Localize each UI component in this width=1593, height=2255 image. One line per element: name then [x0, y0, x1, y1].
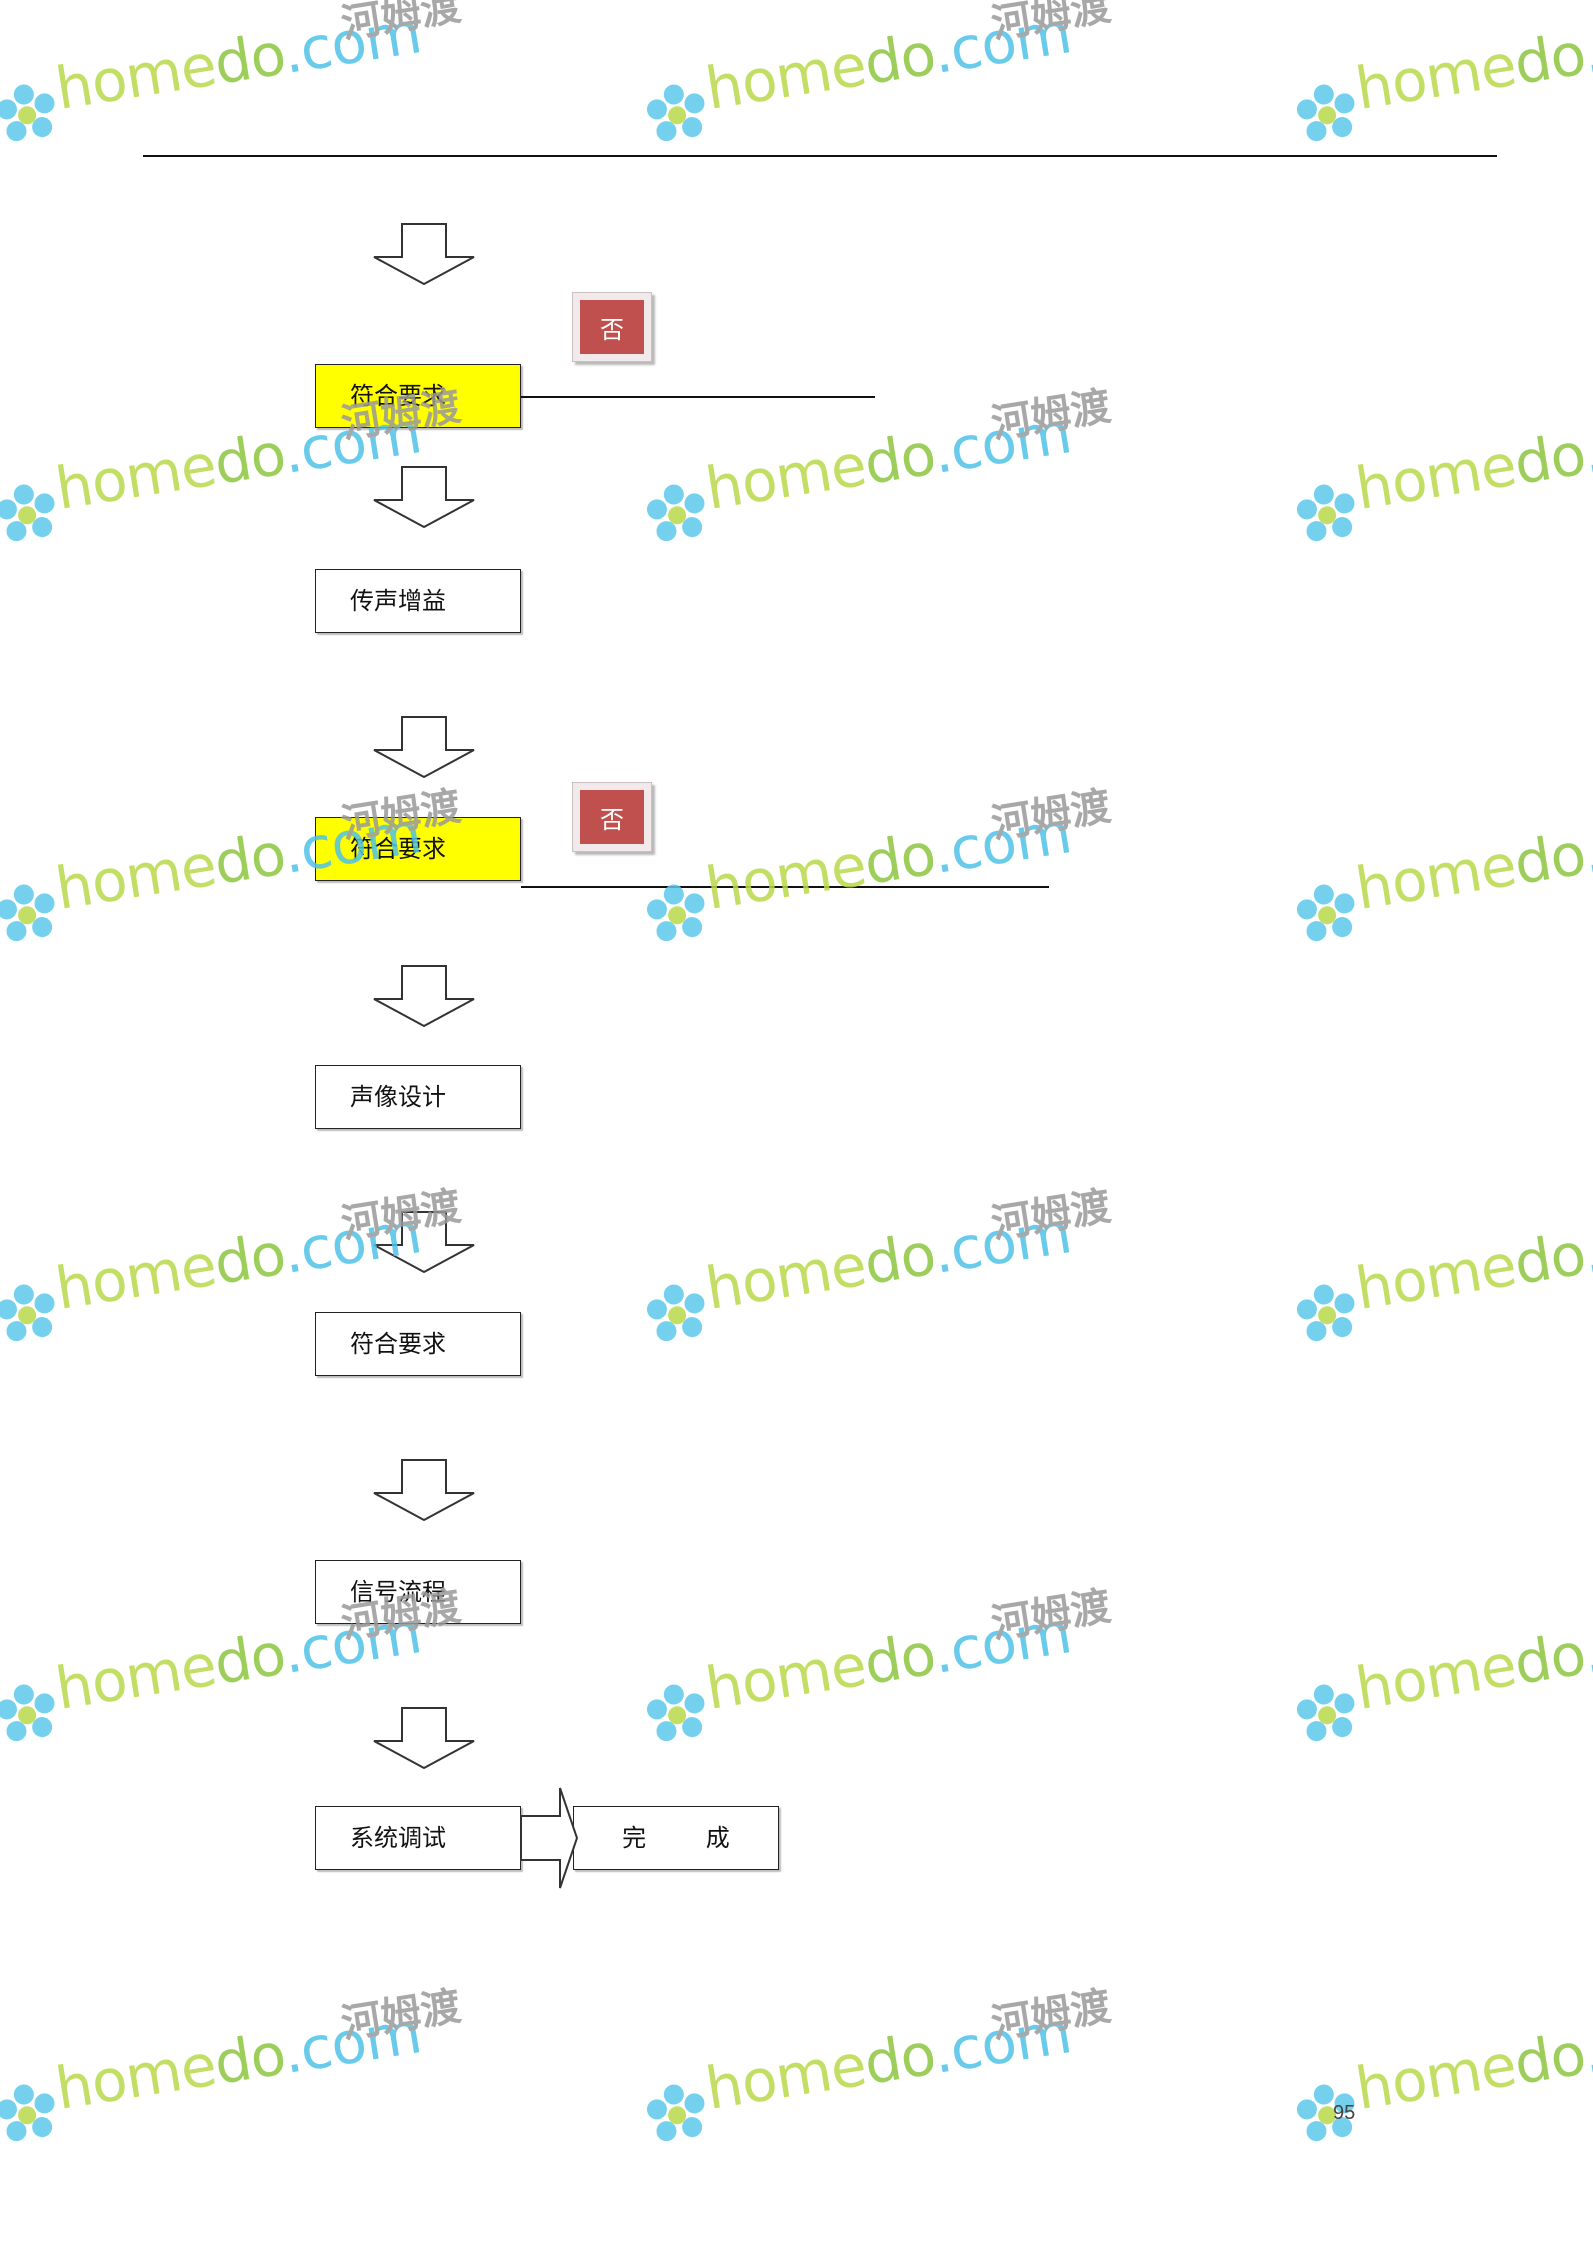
step-label: 信号流程: [350, 1578, 446, 1606]
down-arrow-icon: [372, 1211, 476, 1273]
watermark-text: homedo.com: [1351, 1998, 1593, 2123]
watermark: homedo.com 河姆渡: [633, 1965, 1164, 2155]
step-box-check-3: 符合要求: [315, 1312, 521, 1376]
reject-label: 否: [580, 300, 644, 354]
right-arrow-icon: [520, 1786, 578, 1890]
page-number: 95: [1333, 2102, 1356, 2124]
step-box-signal-flow: 信号流程: [315, 1560, 521, 1624]
flower-logo-icon: [0, 2078, 65, 2154]
flower-logo-icon: [639, 1678, 715, 1754]
watermark-text: homedo.com: [51, 1198, 426, 1323]
watermark: homedo.com: [1283, 0, 1593, 155]
flower-logo-icon: [0, 878, 65, 954]
watermark: homedo.com: [1283, 365, 1593, 555]
watermark: homedo.com 河姆渡: [0, 0, 514, 155]
flower-logo-icon: [639, 878, 715, 954]
step-label: 符合要求: [350, 1330, 446, 1358]
end-box-complete: 完 成: [573, 1806, 779, 1870]
watermark-text: homedo.com: [1351, 1198, 1593, 1323]
step-box-check-2: 符合要求: [315, 817, 521, 881]
watermark-text: homedo.com: [701, 1998, 1076, 2123]
watermark-text: homedo.com: [1351, 1598, 1593, 1723]
watermark-text: homedo.com: [701, 398, 1076, 523]
reject-label: 否: [580, 790, 644, 844]
reject-label-box: 否: [572, 292, 652, 362]
flower-logo-icon: [639, 78, 715, 154]
flower-logo-icon: [0, 1678, 65, 1754]
flower-logo-icon: [1289, 1278, 1365, 1354]
reject-branch-line: [521, 396, 875, 398]
watermark: homedo.com: [1283, 1565, 1593, 1755]
flower-logo-icon: [639, 1278, 715, 1354]
step-box-check-1: 符合要求: [315, 364, 521, 428]
watermark-text: homedo.com: [51, 1998, 426, 2123]
step-label: 系统调试: [350, 1824, 446, 1852]
down-arrow-icon: [372, 1707, 476, 1769]
watermark-text: homedo.com: [701, 1598, 1076, 1723]
watermark-text: homedo.com: [701, 0, 1076, 123]
watermark: homedo.com: [1283, 765, 1593, 955]
step-label: 符合要求: [350, 835, 446, 863]
flower-logo-icon: [1289, 878, 1365, 954]
watermark-text-cn: 河姆渡: [338, 0, 464, 48]
down-arrow-icon: [372, 223, 476, 285]
watermark-text-cn: 河姆渡: [988, 1583, 1114, 1648]
watermark-text: homedo.com: [701, 798, 1076, 923]
watermark: homedo.com 河姆渡: [633, 365, 1164, 555]
flower-logo-icon: [639, 2078, 715, 2154]
down-arrow-icon: [372, 716, 476, 778]
flower-logo-icon: [1289, 78, 1365, 154]
watermark-text-cn: 河姆渡: [988, 0, 1114, 48]
down-arrow-icon: [372, 466, 476, 528]
watermark-text: homedo.com: [51, 0, 426, 123]
down-arrow-icon: [372, 1459, 476, 1521]
watermark: homedo.com: [1283, 1965, 1593, 2155]
watermark: homedo.com 河姆渡: [633, 765, 1164, 955]
watermark: homedo.com 河姆渡: [0, 1965, 514, 2155]
flower-logo-icon: [0, 78, 65, 154]
flower-logo-icon: [1289, 1678, 1365, 1754]
flower-logo-icon: [1289, 478, 1365, 554]
step-label: 符合要求: [350, 382, 446, 410]
watermark-text: homedo.com: [1351, 0, 1593, 123]
watermark-text-cn: 河姆渡: [988, 383, 1114, 448]
watermark-text: homedo.com: [1351, 398, 1593, 523]
step-box-feedback-gain: 传声增益: [315, 569, 521, 633]
flower-logo-icon: [0, 478, 65, 554]
flower-logo-icon: [639, 478, 715, 554]
watermark: homedo.com 河姆渡: [633, 1165, 1164, 1355]
top-rule-line: [143, 155, 1497, 157]
watermark-text-cn: 河姆渡: [338, 1983, 464, 2048]
reject-branch-line: [521, 886, 1049, 888]
step-label: 声像设计: [350, 1083, 446, 1111]
reject-label-box: 否: [572, 782, 652, 852]
watermark-text: homedo.com: [701, 1198, 1076, 1323]
watermark-text-cn: 河姆渡: [988, 1183, 1114, 1248]
end-label: 完 成: [622, 1824, 756, 1852]
watermark-text: homedo.com: [1351, 798, 1593, 923]
step-label: 传声增益: [350, 587, 446, 615]
watermark-text-cn: 河姆渡: [988, 1983, 1114, 2048]
step-box-system-debug: 系统调试: [315, 1806, 521, 1870]
watermark: homedo.com 河姆渡: [633, 1565, 1164, 1755]
step-box-sound-image-design: 声像设计: [315, 1065, 521, 1129]
watermark-text-cn: 河姆渡: [988, 783, 1114, 848]
down-arrow-icon: [372, 965, 476, 1027]
watermark: homedo.com 河姆渡: [633, 0, 1164, 155]
flower-logo-icon: [0, 1278, 65, 1354]
watermark: homedo.com: [1283, 1165, 1593, 1355]
